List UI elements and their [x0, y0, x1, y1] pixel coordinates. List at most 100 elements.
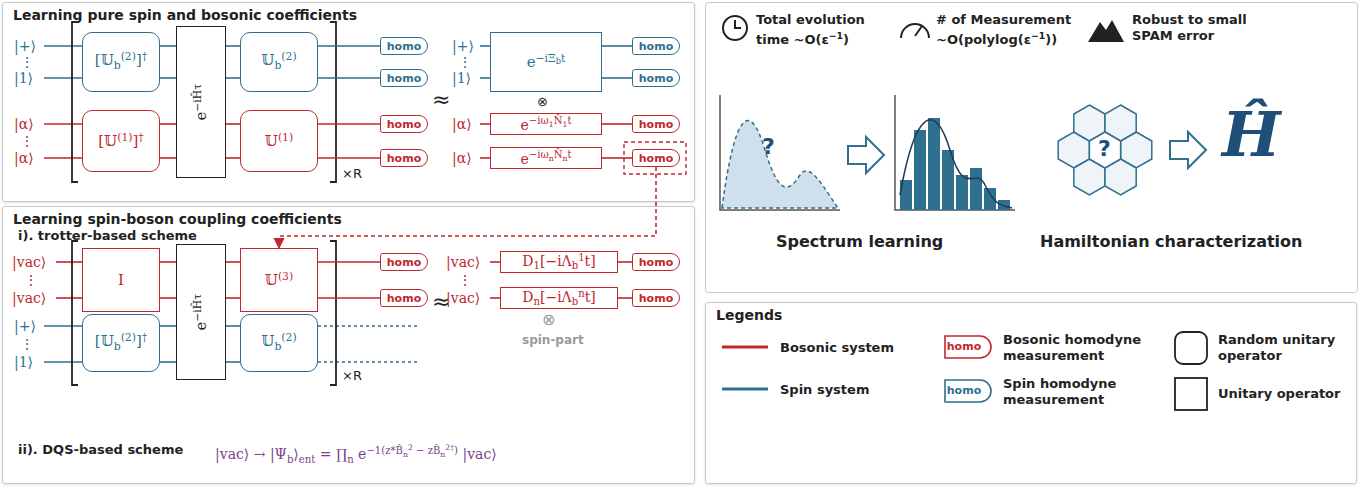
label: ⋮ [24, 272, 38, 288]
math-text: homo [639, 153, 673, 164]
math-text: 𝕌(3) [265, 272, 293, 288]
clock-icon [735, 20, 741, 28]
box-label: D [522, 289, 533, 305]
block-arrow [848, 137, 884, 173]
box-label: −iω [529, 149, 549, 160]
box-label: −iω [529, 115, 549, 126]
math-text: e−iΞbt [527, 54, 566, 70]
label: Spectrum learning [776, 232, 943, 252]
clock-icon [723, 16, 747, 40]
box-label: D [522, 253, 533, 269]
label-text: n [347, 454, 354, 465]
label-text: |vac⟩ [458, 446, 497, 462]
label: Hamiltonian characterization [1040, 232, 1302, 252]
label: homo [945, 340, 983, 354]
box-label: homo [387, 256, 421, 269]
box-label: e [192, 111, 210, 120]
label-text: n [403, 450, 408, 459]
label-text: − zB̂ [413, 445, 441, 456]
box-label: N̂ [554, 115, 563, 126]
box-label: homo [639, 152, 673, 165]
displacement-box: D1[−iΛb1t] [500, 251, 618, 273]
label-text: homo [947, 340, 981, 353]
math-text: homo [387, 293, 421, 304]
histogram [895, 95, 1015, 210]
mountain-icon [1088, 20, 1124, 42]
wire [602, 157, 632, 159]
label: |1⟩ [14, 354, 33, 370]
box-label: (1) [278, 131, 293, 144]
homodyne-detector: homo [380, 289, 428, 307]
label: |vac⟩ [446, 290, 480, 306]
label: |α⟩ [452, 116, 472, 132]
histogram [970, 168, 982, 210]
legend-text: Spin system [780, 382, 930, 398]
label-text: i). trotter-based scheme [18, 228, 197, 243]
wire [160, 261, 176, 263]
label-text: |α⟩ [452, 116, 472, 132]
math-text: homo [387, 73, 421, 84]
evolution-box: e−iĤτ [176, 244, 226, 380]
label-text: ×R [342, 166, 362, 181]
wire [226, 77, 240, 79]
wire [160, 77, 176, 79]
box-label: † [142, 50, 147, 63]
math-text: [𝕌(1)]† [98, 133, 144, 149]
wire [160, 361, 176, 363]
box-label: b [572, 260, 578, 271]
wire [226, 45, 240, 47]
label-text: |1⟩ [14, 354, 33, 370]
input-wire [480, 157, 490, 159]
label-text: ⋮ [458, 54, 472, 70]
label: i). trotter-based scheme [18, 228, 197, 244]
box-label: (2) [281, 50, 296, 63]
wire [160, 157, 176, 159]
homodyne-detector: homo [380, 115, 428, 133]
label-text: 2 [408, 443, 413, 452]
input-wire [44, 45, 82, 47]
label-text: |1⟩ [452, 70, 471, 86]
math-text: e−iĤτ [193, 294, 209, 331]
box-label: b [556, 56, 561, 66]
histogram [914, 130, 926, 210]
math-text: 𝕌b(2) [261, 52, 296, 72]
homodyne-detector: homo [632, 69, 680, 87]
box-label: (1) [117, 131, 132, 144]
label-text: |α⟩ [452, 150, 472, 166]
box-label: homo [639, 72, 673, 85]
wire [618, 297, 632, 299]
label: |vac⟩ [446, 254, 480, 270]
label: Robust to small SPAM error [1132, 12, 1262, 44]
box-label: n [578, 288, 585, 299]
label-text: ⋮ [20, 336, 34, 352]
math-text: homo [387, 153, 421, 164]
box-label: 1 [549, 120, 554, 129]
label-text: )) [1045, 32, 1057, 47]
random-unitary: 𝕌b(2) [240, 314, 318, 372]
box-label: (2) [121, 50, 136, 63]
label: ≈ [432, 88, 450, 112]
label: ? [762, 135, 775, 159]
label-text: ⟩ [293, 446, 298, 462]
label-text: |+⟩ [452, 38, 474, 54]
label-text: −1 [1031, 30, 1045, 41]
panel-title: Learning pure spin and bosonic coefficie… [13, 7, 357, 23]
label: Ĥ [1222, 100, 1281, 170]
wire [318, 123, 380, 125]
label: |+⟩ [14, 318, 36, 334]
box-label: homo [387, 292, 421, 305]
box-label: n [562, 154, 567, 163]
label: |vac⟩ → |Ψb⟩ent = ∏n e−1(z*B̂n2 − zB̂n2†… [215, 438, 497, 470]
box-label: e [527, 53, 536, 71]
box-label: ] [136, 51, 142, 69]
label-text: ⋮ [20, 54, 34, 70]
random-unitary: 𝕌b(2) [240, 32, 318, 92]
legend-text: Bosonic system [780, 340, 930, 356]
homodyne-detector: homo [380, 37, 428, 55]
homodyne-detector: homo [380, 149, 428, 167]
wire [226, 297, 240, 299]
box-label: (2) [121, 331, 136, 344]
box-label: −iĤτ [191, 84, 204, 112]
panel-frame [706, 3, 1358, 293]
unitary-box: e−iω1N̂1t [490, 113, 602, 135]
